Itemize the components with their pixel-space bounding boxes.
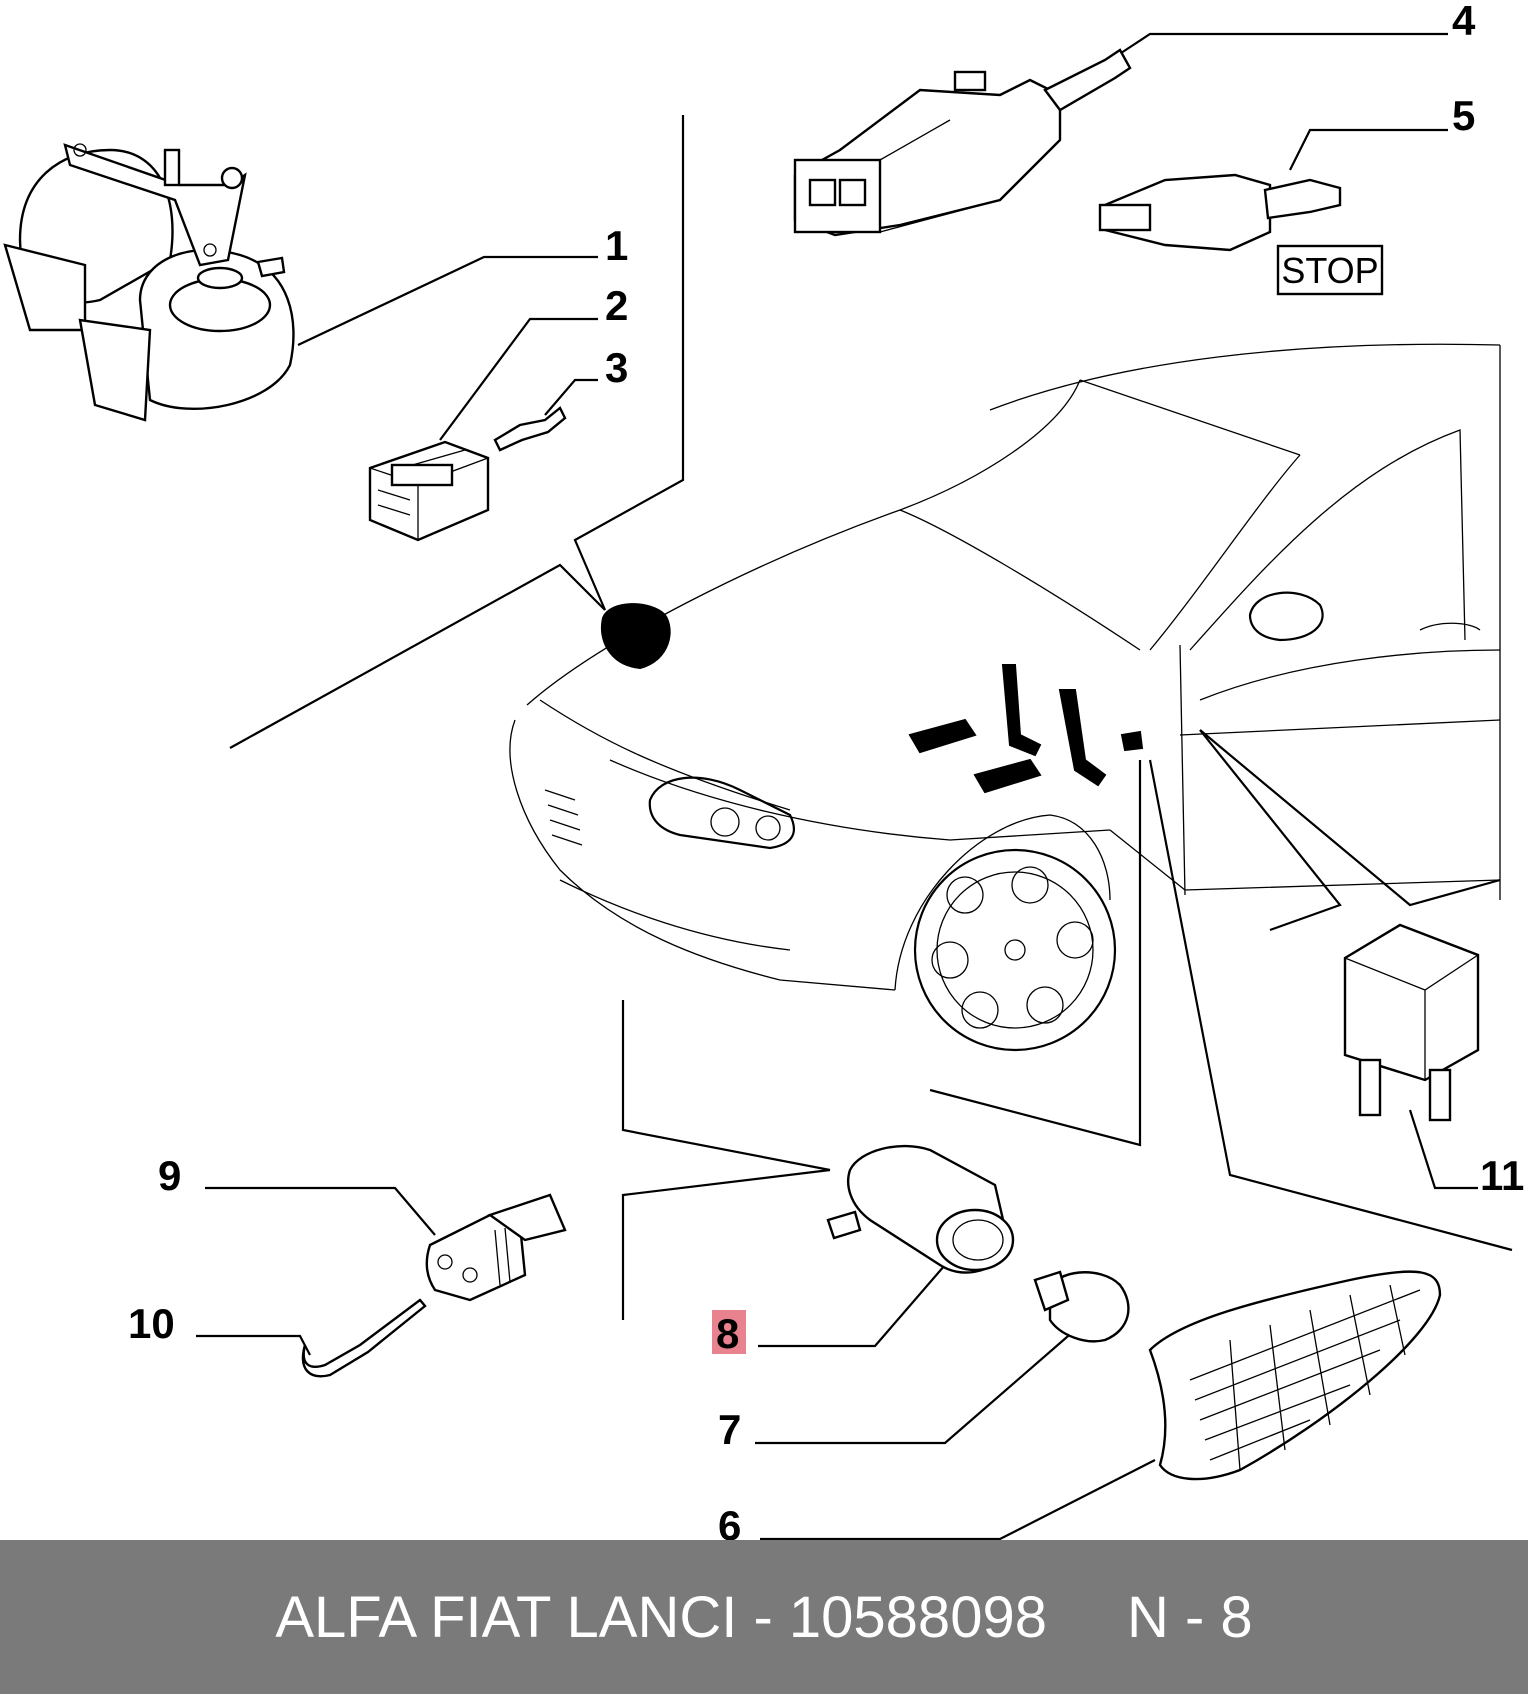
relay-part <box>1343 923 1480 1122</box>
stop-label: STOP <box>1281 250 1378 291</box>
connector-9-part <box>425 1193 567 1302</box>
stop-switch-part <box>793 48 1132 237</box>
sensor-part <box>1098 173 1342 252</box>
callout-11: 11 <box>1480 1152 1524 1199</box>
callout-4: 4 <box>1452 0 1476 44</box>
connector-block-part <box>368 440 490 542</box>
parts-diagram: STOP 1 2 3 4 5 <box>3 0 1524 1540</box>
callout-2: 2 <box>605 282 628 329</box>
car-mounted-components <box>600 603 1144 794</box>
bulb-part <box>1033 1270 1130 1343</box>
car-outline <box>509 343 1501 1052</box>
callout-3: 3 <box>605 344 628 391</box>
bulb-socket-part <box>826 1144 1015 1274</box>
stop-label-box: STOP <box>1276 244 1384 296</box>
callout-7: 7 <box>718 1406 741 1453</box>
callout-8: 8 <box>716 1310 739 1357</box>
pin-terminal-part <box>301 1298 427 1378</box>
callout-9: 9 <box>158 1152 181 1199</box>
terminal-part <box>493 406 567 452</box>
callout-1: 1 <box>605 222 628 269</box>
callout-10: 10 <box>128 1300 175 1347</box>
part-number-caption: ALFA FIAT LANCI - 10588098 <box>275 1584 1047 1650</box>
callout-8-highlight <box>712 1310 746 1354</box>
callout-5: 5 <box>1452 92 1475 139</box>
callout-labels: 1 2 3 4 5 6 7 8 9 10 11 <box>128 0 1524 1540</box>
horn-part <box>3 143 295 422</box>
caption-bar: ALFA FIAT LANCI - 10588098 N - 8 <box>0 1540 1528 1694</box>
callout-6: 6 <box>718 1502 741 1540</box>
side-marker-lamp-part <box>1148 1270 1442 1481</box>
leader-lines <box>196 32 1513 1540</box>
reference-caption: N - 8 <box>1126 1584 1253 1650</box>
